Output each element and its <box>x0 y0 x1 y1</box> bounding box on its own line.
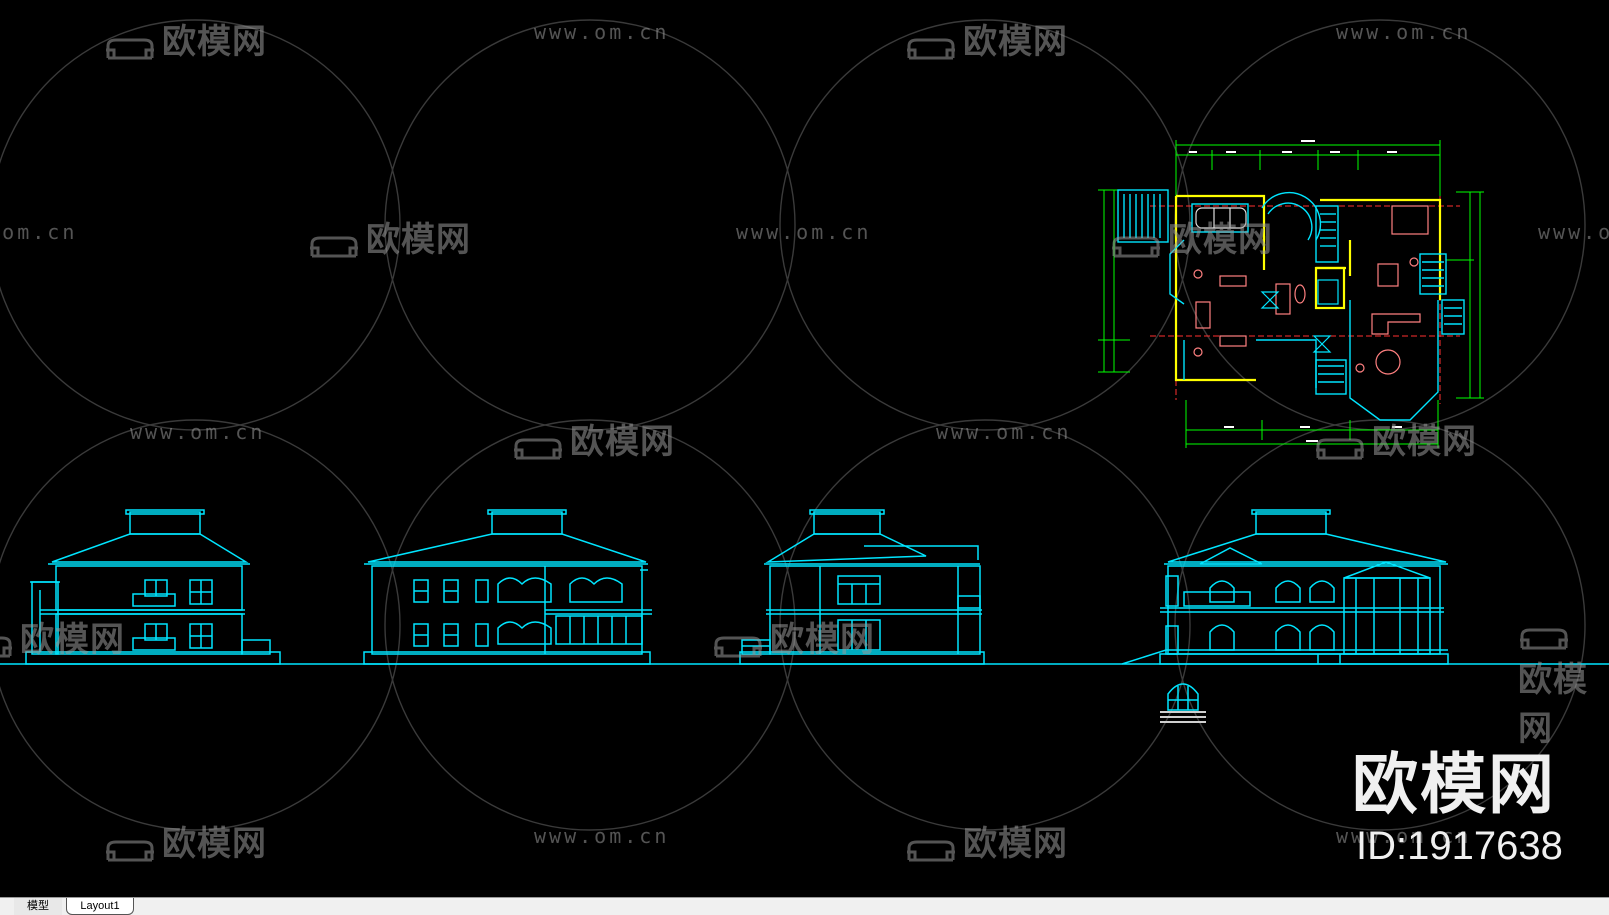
watermark-url-9: www.om.cn <box>1336 824 1472 848</box>
sofa-logo-icon <box>905 31 957 59</box>
watermark-brand-2: 欧模网 <box>905 14 1068 63</box>
watermark-brand-5: 欧模网 <box>512 414 675 463</box>
watermark-url-1: www.om.cn <box>534 20 670 44</box>
sofa-logo-icon <box>905 833 957 861</box>
watermark-brand-8: 欧模网 <box>712 612 875 661</box>
sofa-logo-icon <box>104 31 156 59</box>
sofa-logo-icon <box>1314 431 1366 459</box>
sofa-logo-icon <box>1518 621 1570 649</box>
watermark-brand-1: 欧模网 <box>104 14 267 63</box>
tab-layout1[interactable]: Layout1 <box>66 898 134 915</box>
watermark-brand-4: 欧模网 <box>1110 212 1273 261</box>
detail-steps <box>1160 711 1206 723</box>
watermark-brand-10: 欧模网 <box>104 816 267 865</box>
watermark-url-2: www.om.cn <box>1336 20 1472 44</box>
sofa-logo-icon <box>1110 229 1162 257</box>
sofa-logo-icon <box>0 629 14 657</box>
corner-id-label: ID:1917638 <box>1356 824 1563 868</box>
watermark-circles <box>0 19 1586 831</box>
elevation-rear <box>1121 509 1449 665</box>
floor-plan <box>1098 140 1484 448</box>
sofa-logo-icon <box>512 431 564 459</box>
sofa-logo-icon <box>712 629 764 657</box>
sofa-logo-icon <box>308 229 360 257</box>
watermark-url-5: www.om.cn <box>1538 220 1609 244</box>
watermark-brand-3: 欧模网 <box>308 212 471 261</box>
watermark-url-8: www.om.cn <box>534 824 670 848</box>
watermark-brand-6: 欧模网 <box>1314 414 1477 463</box>
watermark-url-6: www.om.cn <box>130 420 266 444</box>
elevation-side-left <box>25 509 281 665</box>
layout-tab-bar: 模型 Layout1 <box>0 897 1609 915</box>
watermark-url-7: www.om.cn <box>936 420 1072 444</box>
watermark-brand-11: 欧模网 <box>905 816 1068 865</box>
sofa-logo-icon <box>104 833 156 861</box>
corner-brand-logo: 欧模网 <box>1352 746 1556 823</box>
watermark-brand-7: 欧模网 <box>0 612 125 661</box>
tab-model[interactable]: 模型 <box>14 898 62 915</box>
watermark-url-4: www.om.cn <box>736 220 872 244</box>
detail-arch-window <box>1167 683 1199 711</box>
watermark-url-3: www.om.cn <box>0 220 78 244</box>
watermark-brand-9: 欧模网 <box>1518 612 1609 750</box>
elevation-front <box>363 509 652 665</box>
